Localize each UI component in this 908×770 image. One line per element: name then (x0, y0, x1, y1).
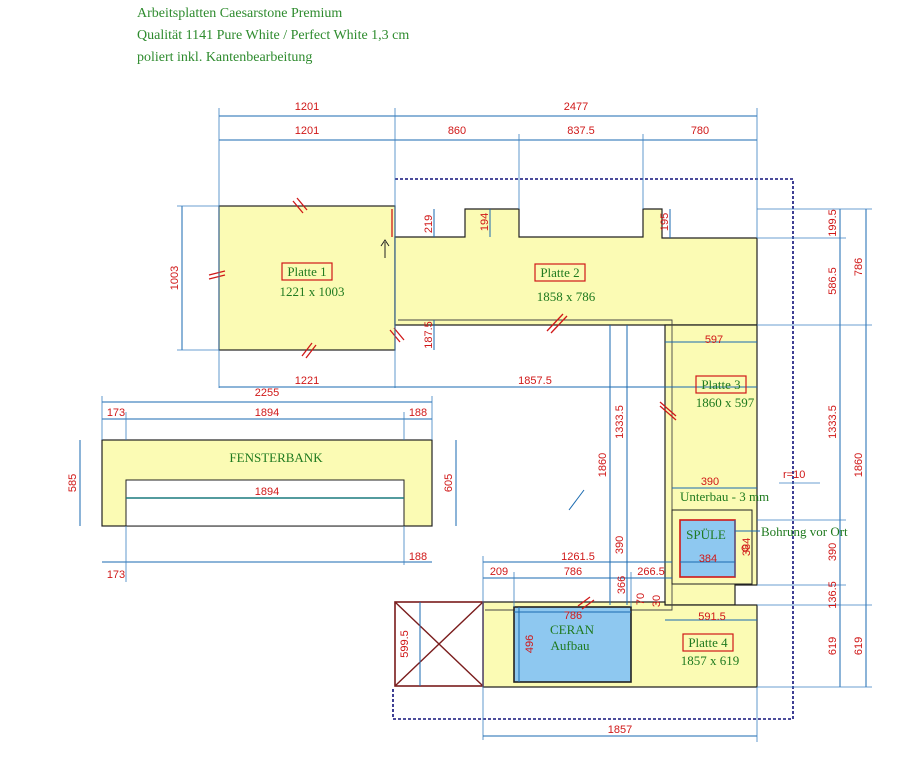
dim-top-837-5: 837.5 (567, 125, 595, 137)
dim-r-619-b: 619 (853, 637, 865, 655)
dim-left-1003: 1003 (169, 266, 181, 290)
ceran-cooktop (513, 606, 632, 683)
plate-2-name: Platte 2 (540, 265, 579, 280)
dim-p4-70: 70 (635, 593, 647, 605)
tap-hole-icon (741, 544, 749, 552)
dim-r-1333-5: 1333.5 (827, 405, 839, 439)
sink-bowl (679, 519, 736, 578)
dim-p4-266-5: 266.5 (637, 566, 665, 578)
dim-p4-599-5: 599.5 (399, 630, 411, 658)
dim-p4-496: 496 (524, 635, 536, 653)
dim-top-1201-a: 1201 (295, 101, 319, 113)
dim-top-780: 780 (691, 125, 709, 137)
ceran-label-1: CERAN (550, 622, 595, 637)
dim-p4-366: 366 (616, 576, 628, 594)
plate-2-label-box (534, 263, 586, 282)
dim-219: 219 (423, 215, 435, 233)
dim-fb-173-top: 173 (107, 407, 125, 419)
plate-1-name: Platte 1 (287, 264, 326, 279)
plate-3-size: 1860 x 597 (696, 395, 755, 410)
dim-mid-1333-5: 1333.5 (614, 405, 626, 439)
dim-mid-390: 390 (614, 536, 626, 554)
radius-label: r=10 (783, 469, 805, 481)
fensterbank-cutout (125, 479, 405, 527)
dim-fb-585: 585 (67, 474, 79, 492)
dim-p2-bottom-1857-5: 1857.5 (518, 375, 552, 387)
dim-195: 195 (659, 213, 671, 231)
dim-r-586-5: 586.5 (827, 267, 839, 295)
plate-2-size: 1858 x 786 (537, 289, 596, 304)
title-line-2: Qualität 1141 Pure White / Perfect White… (137, 28, 409, 43)
dim-fb-2255: 2255 (255, 387, 279, 399)
plate-joint-line (398, 319, 673, 611)
dim-r-390: 390 (827, 543, 839, 561)
unterbau-label: Unterbau - 3 mm (680, 489, 769, 504)
dimension-lines (79, 108, 872, 742)
dim-fb-1894-top: 1894 (255, 407, 279, 419)
dim-194: 194 (479, 213, 491, 231)
dim-p4-1261-5: 1261.5 (561, 551, 595, 563)
dim-r-136-5: 136.5 (827, 581, 839, 609)
dim-fb-173-bottom: 173 (107, 569, 125, 581)
plate-3-name: Platte 3 (701, 377, 740, 392)
plate-4-name: Platte 4 (688, 635, 728, 650)
plate-4-size: 1857 x 619 (681, 653, 740, 668)
dim-fb-188-bottom: 188 (409, 551, 427, 563)
overall-outline (392, 178, 794, 720)
dim-p4-786-inner: 786 (564, 610, 582, 622)
ceran-label-2: Aufbau (551, 638, 590, 653)
dim-top-1201-b: 1201 (295, 125, 319, 137)
dim-sink-384-h: 384 (699, 553, 717, 565)
plate-1-label-box (281, 262, 333, 281)
dim-p4-bottom-1857: 1857 (608, 724, 632, 736)
dim-p4-591-5: 591.5 (698, 611, 726, 623)
dim-r-199-5: 199.5 (827, 209, 839, 237)
bohrung-label: Bohrung vor Ort (761, 524, 848, 539)
dim-mid-1860: 1860 (597, 453, 609, 477)
dim-top-860: 860 (448, 125, 466, 137)
dim-p4-786: 786 (564, 566, 582, 578)
dim-r-786: 786 (853, 258, 865, 276)
dim-sink-390: 390 (701, 476, 719, 488)
plate-3-label-box (695, 375, 747, 394)
dim-187-5: 187.5 (423, 321, 435, 349)
dim-sink-384-v: 384 (741, 538, 753, 556)
dim-p3-597: 597 (705, 334, 723, 346)
sink-label: SPÜLE (686, 527, 726, 542)
sink-underframe (671, 509, 753, 585)
cabinet-cross-b (394, 601, 484, 687)
plate-1-shape (218, 205, 396, 351)
dim-fb-188-top: 188 (409, 407, 427, 419)
dim-r-1860: 1860 (853, 453, 865, 477)
dim-p4-209: 209 (490, 566, 508, 578)
dim-r-619-a: 619 (827, 637, 839, 655)
dim-fb-605: 605 (443, 474, 455, 492)
dim-fb-1894-inner: 1894 (255, 486, 279, 498)
fensterbank-label: FENSTERBANK (229, 450, 323, 465)
dim-p4-30: 30 (651, 595, 663, 607)
dim-top-2477: 2477 (564, 101, 588, 113)
plate-4-label-box (682, 633, 734, 652)
plate-1-size: 1221 x 1003 (280, 284, 345, 299)
dim-p1-bottom-1221: 1221 (295, 375, 319, 387)
title-line-1: Arbeitsplatten Caesarstone Premium (137, 6, 342, 21)
title-line-3: poliert inkl. Kantenbearbeitung (137, 50, 312, 65)
